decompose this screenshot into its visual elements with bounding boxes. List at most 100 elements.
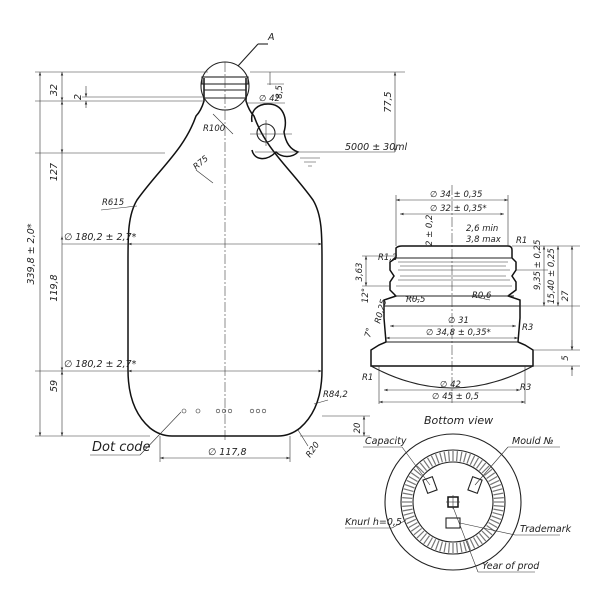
knurl-tick [491, 515, 502, 520]
knurl-tick [408, 521, 418, 529]
knurl-tick [456, 451, 458, 462]
knurl-tick [484, 468, 493, 477]
dim-d34-8-label: ∅ 34,8 ± 0,35* [426, 328, 491, 338]
neck-section-dome [370, 365, 534, 389]
knurl-tick [466, 540, 471, 551]
knurl-tick [489, 518, 500, 525]
r615-label: R615 [102, 198, 124, 208]
detail-a-circle [200, 61, 250, 111]
r20-label: R20 [304, 440, 322, 459]
knurl-tick [459, 542, 463, 553]
dim-overall-height-label: 339,8 ± 2,0* [26, 223, 37, 284]
knurl-tick [402, 505, 413, 507]
bottle-outline [127, 78, 323, 437]
r0-5-leader [403, 295, 421, 301]
knurl-tick [403, 488, 414, 492]
mould-label: Mould № [512, 436, 554, 447]
knurl-tick [469, 538, 476, 549]
r100-label: R100 [203, 124, 225, 134]
bottom-view-title: Bottom view [424, 414, 493, 427]
dot-code-marks [181, 408, 267, 414]
knurl-tick [448, 451, 450, 462]
knurl-tick [406, 479, 417, 486]
knurl-tick [404, 484, 415, 489]
knurl-tick [493, 497, 504, 499]
knurl-tick [456, 542, 458, 553]
knurl-tick [481, 465, 490, 474]
knurl-tick [439, 541, 443, 552]
knurl-tick [463, 541, 467, 552]
bottom-knurl-outer [400, 449, 506, 555]
dim-59-label: 59 [49, 380, 60, 392]
r0-5-label: R0,5 [406, 295, 425, 305]
r1-top-label: R1 [516, 236, 527, 246]
knurl-tick [492, 488, 503, 492]
r75-leader [195, 169, 214, 184]
knurl-tick [404, 515, 415, 520]
r75-label: R75 [192, 154, 211, 172]
knurl-tick [443, 542, 447, 553]
knurl-leader [391, 519, 407, 529]
r3-a-label: R3 [522, 323, 533, 333]
knurl-tick [481, 530, 490, 539]
knurl-tick [493, 505, 504, 507]
knurl-tick [426, 537, 434, 547]
dim-d42-label: ∅ 42 [440, 380, 461, 390]
dim-3-63-label: 3,63 [355, 263, 365, 282]
knurl-tick [408, 475, 418, 483]
r0-6-leader [469, 295, 491, 301]
knurl-tick [488, 521, 498, 529]
thread-lines [396, 261, 512, 287]
a7-label: 7° [363, 327, 375, 339]
knurl-tick [410, 472, 420, 479]
knurl-tick [478, 462, 487, 471]
knurl-tick [435, 540, 440, 551]
r0-6-label: R0,6 [472, 291, 492, 301]
r3-b-label: R3 [520, 383, 531, 393]
r84-leader [313, 399, 329, 405]
knurl-tick [472, 537, 480, 547]
knurl-tick [439, 452, 443, 463]
finish-profile [370, 245, 534, 367]
knurl-tick [492, 512, 503, 516]
a12-label: 12° [361, 288, 371, 303]
dot-code-leader [139, 411, 182, 456]
capacity-mark [422, 476, 438, 494]
knurl-tick [489, 479, 500, 486]
knurl-tick [402, 497, 413, 499]
mould-leader [474, 446, 509, 486]
knurl-label: Knurl h=0,5 [345, 517, 402, 528]
knurl-tick [443, 451, 447, 462]
dim-77-5-label: 77,5 [383, 91, 394, 112]
knurl-tick [466, 453, 471, 464]
dim-127-label: 127 [49, 163, 60, 181]
neck-detail: ∅ 34 ± 0,35 ∅ 32 ± 0,35* 2 ± 0,2 2,6 min… [355, 185, 580, 405]
knurl-tick [423, 459, 430, 469]
dim-9-35-label: 9,35 ± 0,25 [533, 240, 543, 290]
knurl-tick [435, 453, 440, 464]
r100-leader [212, 113, 234, 135]
r0-25-label: R0,25 [373, 298, 389, 325]
dot-code-label: Dot code [92, 440, 151, 455]
bottle-view: A 5000 ± 30ml 339,8 ± 2,0* 32 127 119,8 … [26, 32, 408, 462]
dim-body-bottom-label: ∅ 180,2 ± 2,7* [64, 359, 137, 370]
fill-level-label: 5000 ± 30ml [345, 142, 408, 153]
knurl-tick [416, 465, 425, 474]
dim-32-label: 32 [49, 84, 60, 96]
knurl-tick [419, 462, 428, 471]
knurl-tick [469, 455, 476, 466]
detail-a-label: A [267, 32, 275, 43]
capacity-label: Capacity [365, 436, 407, 447]
d42-label: ∅ 42 [259, 94, 280, 104]
knurl-tick [423, 535, 430, 545]
dim-2-label: 2 [73, 94, 84, 100]
dim-d34-label: ∅ 34 ± 0,35 [430, 190, 482, 200]
knurl-tick [459, 451, 463, 462]
dim-d32-label: ∅ 32 ± 0,35* [430, 204, 487, 214]
knurl-tick [484, 527, 493, 536]
dim-8-5-label: 8,5 [275, 85, 285, 99]
thread-min-label: 2,6 min [466, 224, 498, 234]
knurl-tick [472, 457, 480, 467]
knurl-tick [406, 518, 417, 525]
